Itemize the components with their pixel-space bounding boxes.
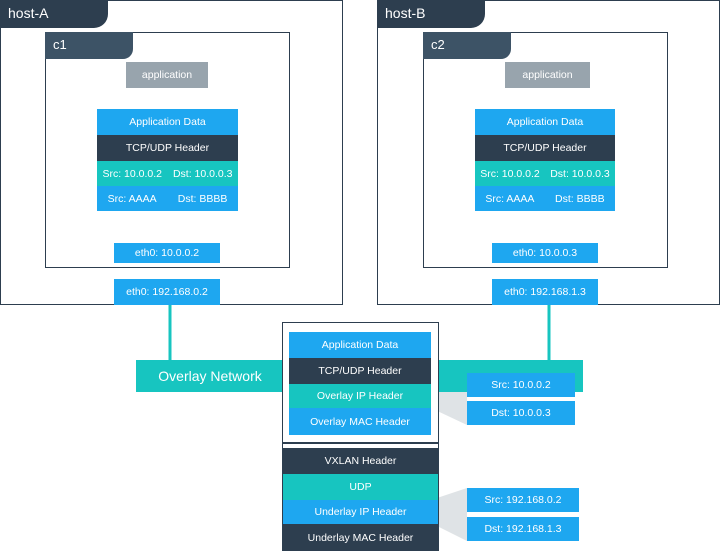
eth0-inner-a: eth0: 10.0.0.2	[114, 243, 220, 263]
tcp-udp-header-a: TCP/UDP Header	[97, 135, 238, 161]
packet-overlay-mac-header: Overlay MAC Header	[289, 408, 431, 435]
eth0-host-b: eth0: 192.168.1.3	[492, 279, 598, 305]
overlay-ip-src: Src: 10.0.0.2	[467, 373, 575, 397]
mac-src-b: Src: AAAA	[485, 192, 535, 205]
application-box-b: application	[505, 62, 590, 88]
mac-dst-b: Dst: BBBB	[555, 192, 605, 205]
ip-dst-a: Dst: 10.0.0.3	[172, 167, 233, 180]
underlay-ip-dst: Dst: 192.168.1.3	[467, 517, 579, 541]
ip-src-a: Src: 10.0.0.2	[102, 167, 163, 180]
container-c1-label: c1	[45, 32, 133, 59]
packet-underlay-mac-header: Underlay MAC Header	[283, 524, 438, 551]
eth0-host-a: eth0: 192.168.0.2	[114, 279, 220, 305]
packet-app-data: Application Data	[289, 332, 431, 358]
ip-row-a: Src: 10.0.0.2 Dst: 10.0.0.3	[97, 161, 238, 186]
host-a-label: host-A	[0, 0, 108, 28]
app-data-b: Application Data	[475, 109, 615, 135]
ip-row-b: Src: 10.0.0.2 Dst: 10.0.0.3	[475, 161, 615, 186]
mac-row-b: Src: AAAA Dst: BBBB	[475, 186, 615, 211]
eth0-inner-b: eth0: 10.0.0.3	[492, 243, 598, 263]
mac-src-a: Src: AAAA	[107, 192, 157, 205]
app-data-a: Application Data	[97, 109, 238, 135]
zoom-underlay-ip	[431, 488, 467, 541]
mac-dst-a: Dst: BBBB	[177, 192, 228, 205]
application-box-a: application	[126, 62, 208, 88]
host-b-label: host-B	[377, 0, 485, 28]
packet-underlay-ip-header: Underlay IP Header	[283, 500, 438, 524]
underlay-ip-src: Src: 192.168.0.2	[467, 488, 579, 512]
tcp-udp-header-b: TCP/UDP Header	[475, 135, 615, 161]
overlay-network-label: Overlay Network	[136, 360, 284, 392]
ip-dst-b: Dst: 10.0.0.3	[550, 167, 610, 180]
ip-src-b: Src: 10.0.0.2	[480, 167, 540, 180]
packet-tcp-udp-header: TCP/UDP Header	[289, 358, 431, 384]
container-c2-label: c2	[423, 32, 511, 59]
packet-overlay-ip-header: Overlay IP Header	[289, 384, 431, 408]
packet-vxlan-header: VXLAN Header	[283, 448, 438, 474]
packet-udp: UDP	[283, 474, 438, 500]
mac-row-a: Src: AAAA Dst: BBBB	[97, 186, 238, 211]
overlay-ip-dst: Dst: 10.0.0.3	[467, 401, 575, 425]
